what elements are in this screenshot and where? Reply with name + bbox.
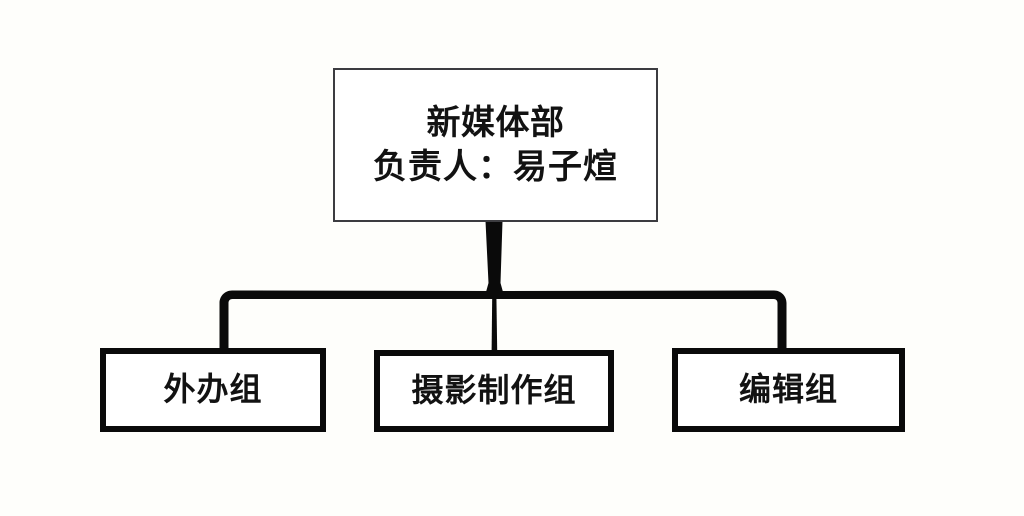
node-child-3-label: 编辑组 <box>738 370 838 409</box>
node-child-3[interactable]: 编辑组 <box>672 348 905 432</box>
node-child-2[interactable]: 摄影制作组 <box>374 350 614 432</box>
connector-drop-center <box>491 296 498 351</box>
node-root-subtitle: 负责人：易子煊 <box>373 147 618 187</box>
connector-trunk <box>485 221 503 299</box>
node-root[interactable]: 新媒体部 负责人：易子煊 <box>333 68 658 222</box>
node-child-1-label: 外办组 <box>163 370 263 409</box>
connector-bus-left <box>219 290 494 350</box>
node-child-2-label: 摄影制作组 <box>411 371 577 410</box>
node-child-1[interactable]: 外办组 <box>100 348 326 432</box>
node-root-title: 新媒体部 <box>426 102 565 143</box>
connector-bus-right <box>494 290 787 350</box>
